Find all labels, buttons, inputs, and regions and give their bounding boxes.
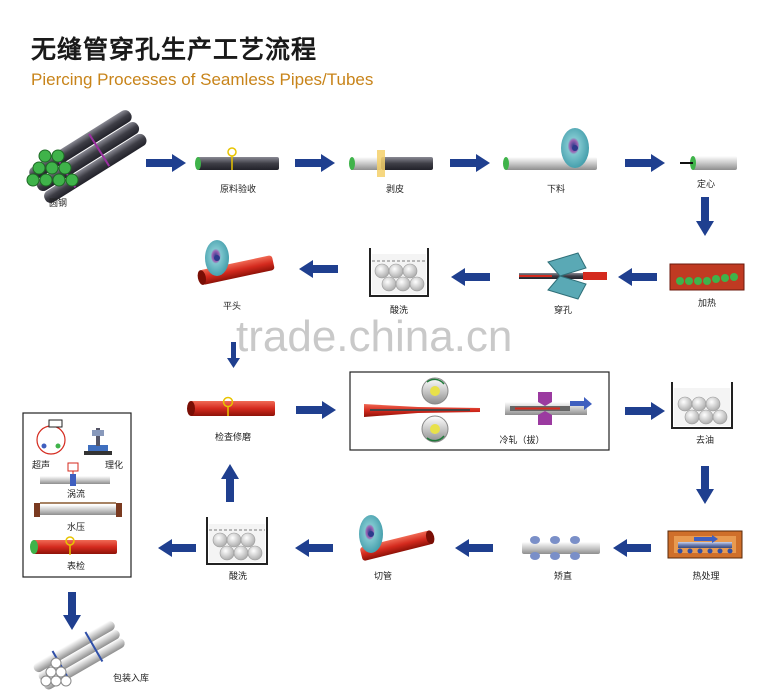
peeling-bar-icon [349, 150, 433, 177]
raw-inspection-bar-icon [195, 147, 279, 170]
label-centering: 定心 [696, 180, 716, 190]
page-title: 无缝管穿孔生产工艺流程 [31, 35, 318, 64]
label-round-steel: 圆钢 [48, 199, 68, 209]
piercing-mill-icon [519, 252, 607, 300]
flow-arrow-down [696, 197, 714, 236]
ultrasonic-icon [36, 419, 66, 455]
flow-arrow-left [618, 268, 657, 286]
packing-bundle-icon [33, 621, 125, 690]
page-subtitle: Piercing Processes of Seamless Pipes/Tub… [31, 70, 374, 89]
label-heat-treatment: 热处理 [692, 572, 720, 582]
physchem-apparatus-icon [84, 428, 112, 455]
label-piercing: 穿孔 [553, 306, 573, 316]
flow-arrow-left [295, 539, 333, 557]
flow-arrow-right [450, 154, 490, 172]
cold-drawing-die-icon [505, 392, 592, 425]
label-peeling: 剥皮 [385, 185, 405, 195]
surface-check-icon [30, 536, 117, 555]
label-surface-check: 表检 [66, 562, 86, 572]
flow-arrow-left [158, 539, 196, 557]
flow-arrow-right [146, 154, 186, 172]
flow-arrow-right [295, 154, 335, 172]
flow-arrow-left [613, 539, 651, 557]
round-steel-bundle-icon [26, 110, 147, 203]
flow-arrow-right [625, 402, 665, 420]
label-eddy-current: 涡流 [66, 490, 86, 500]
label-cutting: 切管 [373, 572, 393, 582]
flow-arrow-up [221, 464, 239, 502]
pickling-tank-icon [369, 248, 429, 297]
label-straightening: 矫直 [553, 572, 573, 582]
label-pickling-1: 酸洗 [389, 306, 409, 316]
heating-furnace-icon [669, 263, 745, 291]
heat-treatment-furnace-icon [667, 530, 743, 559]
label-blanking: 下料 [546, 185, 566, 195]
cold-rolling-mill-icon [364, 377, 480, 443]
label-degreasing: 去油 [695, 436, 715, 446]
label-inspect-repair: 检查修磨 [214, 433, 252, 443]
flow-arrow-down [227, 342, 240, 368]
straightening-rolls-icon [522, 536, 600, 560]
flow-arrow-left [451, 268, 490, 286]
label-heating: 加热 [697, 299, 717, 309]
label-flat-head: 平头 [222, 302, 242, 312]
inspect-repair-pipe-icon [187, 396, 275, 416]
label-ultrasonic: 超声 [32, 461, 51, 471]
blanking-saw-icon [503, 128, 597, 170]
degreasing-tank-icon [671, 382, 733, 429]
label-packing: 包装入库 [113, 674, 150, 684]
flow-arrow-left [455, 539, 493, 557]
label-pickling-2: 酸洗 [228, 572, 248, 582]
cutting-saw-icon [359, 515, 435, 561]
label-hydrostatic: 水压 [66, 523, 86, 533]
eddy-current-icon [40, 462, 110, 486]
label-raw-inspection: 原料验收 [219, 185, 257, 195]
label-physchem: 理化 [105, 461, 124, 471]
centering-bar-icon [680, 156, 737, 170]
flow-arrow-left [299, 260, 338, 278]
label-cold-rolling: 冷轧（拔） [499, 436, 545, 446]
flow-arrow-right [625, 154, 665, 172]
pickling-tank-icon [206, 517, 268, 565]
watermark: trade.china.cn [236, 312, 513, 361]
flow-arrow-down [63, 592, 81, 630]
flow-arrow-down [696, 466, 714, 504]
hydrostatic-test-icon [34, 502, 122, 517]
flow-arrow-right [296, 401, 336, 419]
flat-head-saw-icon [197, 240, 275, 285]
